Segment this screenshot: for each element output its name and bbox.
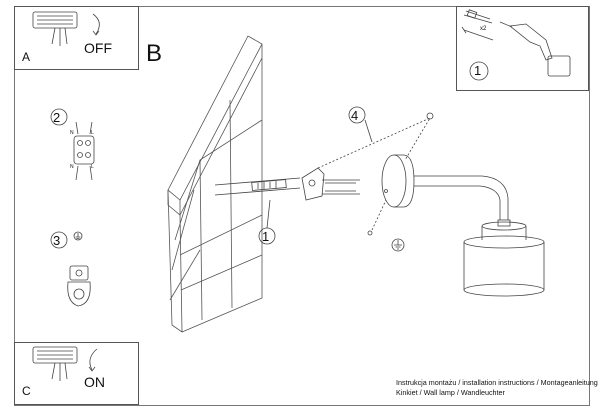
ground-terminal-icon bbox=[67, 265, 91, 307]
wall-lamp-icon bbox=[381, 154, 545, 297]
terminal-n-bottom: N bbox=[70, 164, 74, 170]
terminal-l-bottom: L bbox=[91, 164, 94, 170]
wall-tiles bbox=[167, 35, 263, 333]
mounting-bracket-icon bbox=[301, 167, 360, 201]
screw-dowel-icon bbox=[461, 9, 494, 41]
switch-on-icon bbox=[32, 346, 98, 381]
footer: Instrukcja montażu / installation instru… bbox=[396, 378, 598, 398]
switch-off-icon bbox=[32, 11, 100, 46]
panel-a bbox=[14, 6, 139, 70]
ground-icon bbox=[367, 199, 405, 252]
panel-c-letter: C bbox=[22, 384, 31, 398]
step-1-number: 1 bbox=[262, 229, 270, 244]
panel-c-action: ON bbox=[84, 374, 105, 390]
wall-anchors bbox=[214, 177, 301, 196]
panel-c bbox=[14, 342, 139, 405]
panel-a-letter: A bbox=[22, 50, 31, 64]
terminal-l-top: L bbox=[91, 130, 94, 136]
step-4-number: 4 bbox=[351, 108, 359, 123]
tools-step-number: 1 bbox=[474, 63, 482, 78]
panel-a-action: OFF bbox=[84, 40, 112, 56]
terminal-block-icon bbox=[73, 121, 95, 181]
panel-b-letter: B bbox=[146, 40, 163, 67]
terminal-n-top: N bbox=[70, 130, 74, 136]
footer-line-1: Instrukcja montażu / installation instru… bbox=[396, 378, 598, 387]
step-3-number: 3 bbox=[53, 233, 61, 248]
ground-icon bbox=[73, 231, 83, 241]
step-2-number: 2 bbox=[53, 110, 61, 125]
tools-panel bbox=[456, 6, 589, 91]
tools-quantity: x2 bbox=[480, 26, 487, 32]
drill-icon bbox=[499, 21, 571, 77]
footer-line-2: Kinkiet / Wall lamp / Wandleuchter bbox=[396, 388, 505, 397]
